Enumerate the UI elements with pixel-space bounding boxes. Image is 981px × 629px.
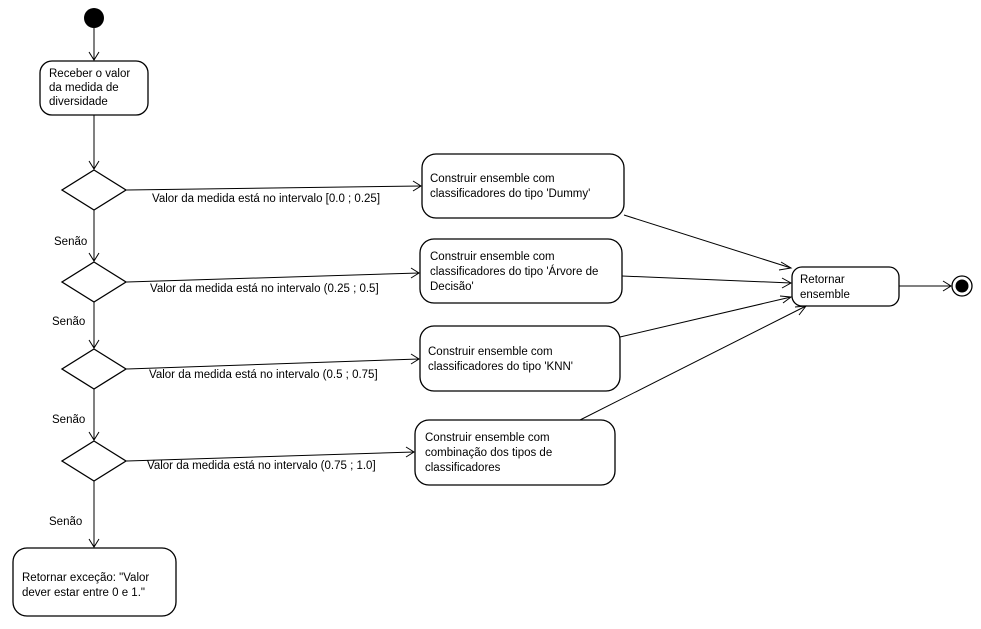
edge-receive-to-decision-1 [88, 115, 100, 170]
exception-text: Retornar exceção: "Valor dever estar ent… [22, 572, 152, 599]
dummy-text: Construir ensemble com classificadores d… [430, 173, 590, 200]
edge-decision-2-to-tree [125, 267, 420, 283]
knn-text: Construir ensemble com classificadores d… [428, 346, 573, 373]
tree-text: Construir ensemble com classificadores d… [430, 251, 602, 293]
else-label-3: Senão [52, 414, 85, 426]
edge-decision-4-to-combo [125, 446, 415, 462]
edge-combo-to-return [579, 305, 808, 421]
guard-label-3: Valor da medida está no intervalo (0.5 ;… [149, 369, 378, 381]
guard-label-4: Valor da medida está no intervalo (0.75 … [147, 460, 376, 472]
edge-dummy-to-return [623, 214, 793, 271]
edge-decision-1-to-dummy [125, 180, 422, 192]
action-build-combo [414, 419, 616, 486]
else-label-1: Senão [54, 236, 87, 248]
else-label-2: Senão [52, 316, 85, 328]
action-return-exception [12, 547, 177, 617]
final-node [951, 275, 973, 297]
receive-text: Receber o valor da medida de diversidade [49, 68, 133, 108]
combo-text: Construir ensemble com combinação dos ti… [425, 432, 555, 474]
else-label-4: Senão [49, 516, 82, 528]
decision-node-2 [60, 261, 128, 303]
edge-knn-to-return [619, 295, 793, 338]
edge-return-to-final [899, 280, 952, 292]
edge-initial-to-receive [88, 28, 100, 61]
action-build-dummy [421, 153, 625, 219]
edge-decision-3-to-knn [125, 353, 420, 370]
decision-node-3 [60, 348, 128, 390]
decision-node-1 [60, 169, 128, 211]
edge-decision-2-to-3 [88, 302, 100, 349]
edge-decision-1-to-2 [88, 210, 100, 262]
return-ensemble-text: Retornar ensemble [800, 274, 850, 301]
edge-decision-3-to-4 [88, 389, 100, 441]
edge-decision-4-to-exception [88, 481, 100, 548]
decision-node-4 [60, 440, 128, 482]
action-build-tree [419, 238, 623, 304]
guard-label-1: Valor da medida está no intervalo [0.0 ;… [152, 193, 380, 205]
initial-node [84, 8, 104, 28]
action-build-knn [419, 325, 621, 392]
guard-label-2: Valor da medida está no intervalo (0.25 … [150, 283, 379, 295]
edge-tree-to-return [621, 275, 793, 289]
